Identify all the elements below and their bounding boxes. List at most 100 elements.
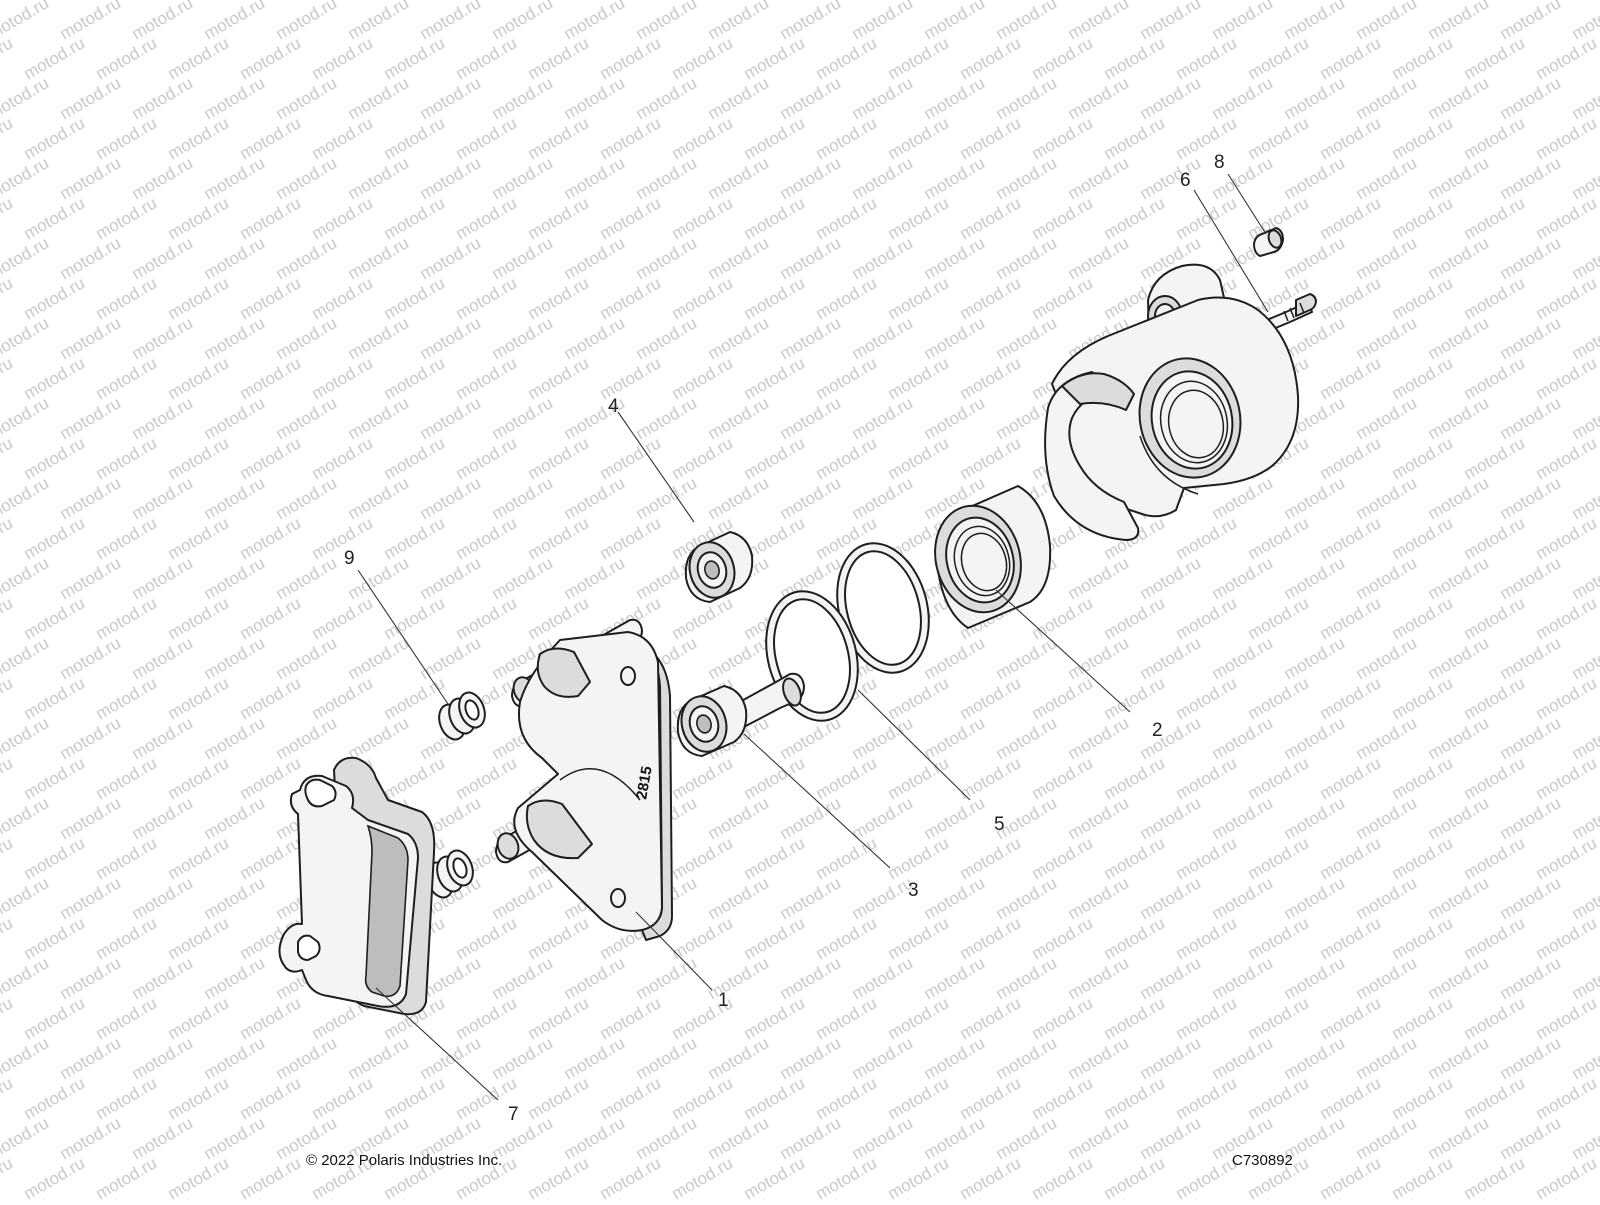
watermark-text: motod.ru [525,993,593,1043]
watermark-text: motod.ru [1461,33,1529,83]
watermark-text: motod.ru [381,673,449,723]
watermark-text: motod.ru [453,273,521,323]
watermark-text: motod.ru [129,153,197,203]
watermark-text: motod.ru [957,1153,1025,1200]
watermark-text: motod.ru [489,873,557,923]
watermark-text: motod.ru [237,1073,305,1123]
watermark-text: motod.ru [237,353,305,403]
watermark-text: motod.ru [1173,513,1241,563]
watermark-text: motod.ru [345,1033,413,1083]
watermark-text: motod.ru [1137,1193,1205,1200]
watermark-text: motod.ru [21,33,89,83]
watermark-text: motod.ru [1173,1153,1241,1200]
watermark-text: motod.ru [885,273,953,323]
watermark-text: motod.ru [921,1193,989,1200]
watermark-text: motod.ru [777,713,845,763]
watermark-text: motod.ru [417,473,485,523]
watermark-text: motod.ru [1065,553,1133,603]
watermark-text: motod.ru [1353,793,1421,843]
watermark-text: motod.ru [993,1193,1061,1200]
watermark-text: motod.ru [1209,793,1277,843]
watermark-text: motod.ru [21,913,89,963]
watermark-text: motod.ru [957,1073,1025,1123]
watermark-text: motod.ru [1065,1033,1133,1083]
watermark-text: motod.ru [417,0,485,43]
watermark-text: motod.ru [1461,913,1529,963]
watermark-text: motod.ru [129,313,197,363]
watermark-text: motod.ru [1173,193,1241,243]
watermark-text: motod.ru [21,433,89,483]
watermark-text: motod.ru [921,0,989,43]
watermark-text: motod.ru [1569,713,1600,763]
watermark-text: motod.ru [1461,593,1529,643]
watermark-text: motod.ru [273,713,341,763]
watermark-text: motod.ru [93,33,161,83]
watermark-text: motod.ru [1389,913,1457,963]
watermark-text: motod.ru [525,353,593,403]
watermark-text: motod.ru [345,73,413,123]
watermark-text: motod.ru [201,873,269,923]
watermark-text: motod.ru [1065,1113,1133,1163]
callout-8: 8 [1214,152,1225,173]
watermark-text: motod.ru [237,193,305,243]
watermark-text: motod.ru [1569,73,1600,123]
watermark-text: motod.ru [129,793,197,843]
watermark-text: motod.ru [525,513,593,563]
watermark-text: motod.ru [1533,273,1600,323]
watermark-text: motod.ru [669,1153,737,1200]
watermark-text: motod.ru [1317,33,1385,83]
watermark-text: motod.ru [921,713,989,763]
watermark-text: motod.ru [93,113,161,163]
watermark-text: motod.ru [1389,513,1457,563]
watermark-text: motod.ru [57,633,125,683]
watermark-text: motod.ru [885,193,953,243]
watermark-text: motod.ru [777,1113,845,1163]
watermark-text: motod.ru [1425,153,1493,203]
watermark-text: motod.ru [1281,153,1349,203]
watermark-text: motod.ru [741,433,809,483]
watermark-text: motod.ru [597,33,665,83]
watermark-text: motod.ru [597,113,665,163]
watermark-text: motod.ru [705,313,773,363]
watermark-text: motod.ru [1533,1073,1600,1123]
watermark-text: motod.ru [93,1073,161,1123]
watermark-text: motod.ru [1173,1073,1241,1123]
watermark-text: motod.ru [1245,113,1313,163]
watermark-text: motod.ru [993,313,1061,363]
watermark-text: motod.ru [1281,473,1349,523]
watermark-text: motod.ru [417,153,485,203]
watermark-text: motod.ru [1389,593,1457,643]
watermark-text: motod.ru [1065,0,1133,43]
watermark-text: motod.ru [237,993,305,1043]
watermark-text: motod.ru [741,353,809,403]
watermark-text: motod.ru [345,313,413,363]
watermark-text: motod.ru [1317,113,1385,163]
watermark-text: motod.ru [1497,1193,1565,1200]
watermark-text: motod.ru [489,73,557,123]
watermark-text: motod.ru [705,873,773,923]
watermark-text: motod.ru [93,593,161,643]
watermark-text: motod.ru [237,113,305,163]
watermark-text: motod.ru [849,313,917,363]
watermark-text: motod.ru [165,1073,233,1123]
watermark-text: motod.ru [921,1033,989,1083]
watermark-text: motod.ru [57,793,125,843]
watermark-text: motod.ru [1029,993,1097,1043]
watermark-text: motod.ru [1569,313,1600,363]
callout-3: 3 [908,880,919,901]
watermark-text: motod.ru [1317,193,1385,243]
watermark-text: motod.ru [1317,833,1385,883]
watermark-text: motod.ru [1173,113,1241,163]
watermark-text: motod.ru [1389,273,1457,323]
watermark-text: motod.ru [1497,553,1565,603]
watermark-text: motod.ru [885,433,953,483]
watermark-text: motod.ru [21,753,89,803]
watermark-text: motod.ru [0,33,16,83]
watermark-text: motod.ru [1137,1033,1205,1083]
watermark-text: motod.ru [1317,913,1385,963]
watermark-text: motod.ru [381,433,449,483]
watermark-text: motod.ru [1065,953,1133,1003]
watermark-text: motod.ru [165,513,233,563]
watermark-text: motod.ru [1029,673,1097,723]
watermark-text: motod.ru [381,1073,449,1123]
